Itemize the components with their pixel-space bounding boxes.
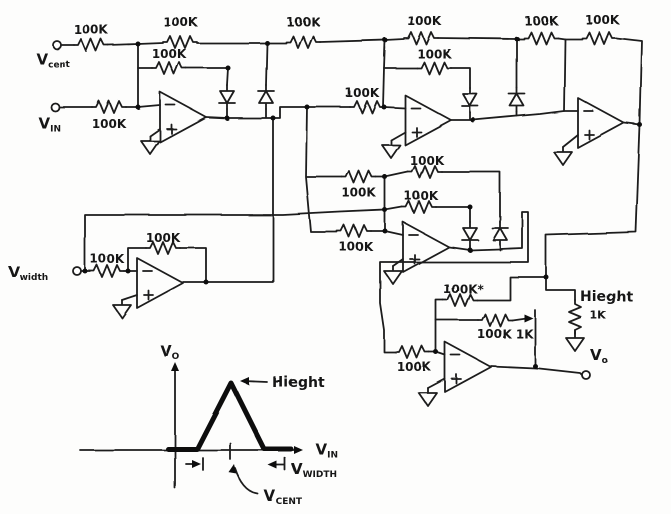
resistor-r8 — [416, 61, 452, 75]
ground-symbol — [553, 146, 573, 166]
pot-value-label: 1K — [590, 309, 607, 322]
resistor-label: 100K — [410, 154, 445, 168]
resistor-label: 100K — [286, 15, 321, 29]
resistor-r9 — [349, 100, 385, 114]
ground-symbol — [565, 332, 585, 352]
opamp-a3 — [577, 97, 625, 149]
terminal-vcent — [52, 40, 62, 50]
vcent-arrow — [234, 467, 259, 495]
input-label-vcent: Vcent — [36, 50, 70, 70]
opamp-a1 — [159, 91, 207, 143]
terminal-vout — [581, 370, 591, 380]
resistor-label: 100K — [345, 86, 380, 100]
diode-d1 — [218, 84, 236, 110]
diode-d5 — [461, 221, 479, 247]
diode-d4 — [508, 87, 526, 113]
resistor-r4 — [151, 61, 187, 75]
resistor-label: 100K — [146, 231, 181, 245]
opamp-a4 — [402, 221, 450, 273]
triangle-pulse-curve — [165, 380, 294, 452]
resistor-label: 100K — [152, 47, 187, 61]
resistor-r18 — [394, 345, 430, 359]
terminal-vwidth — [72, 266, 82, 276]
diode-d2 — [257, 84, 275, 110]
resistor-label: 100K — [417, 47, 452, 61]
diode-d6 — [491, 221, 509, 247]
input-label-vin: VIN — [38, 114, 61, 134]
ground-symbol — [140, 135, 160, 155]
resistor-r10 — [341, 170, 377, 184]
resistor-label: 100K — [74, 23, 109, 37]
terminal-vin — [50, 102, 60, 112]
resistor-r3 — [285, 35, 321, 49]
graph-x-label: VIN — [315, 440, 338, 460]
resistor-label: 100K — [92, 117, 127, 131]
height-adjust-label: Hieght — [580, 289, 633, 305]
resistor-label: 100K — [163, 15, 198, 29]
resistor-r1 — [73, 38, 109, 52]
diode-d3 — [461, 87, 479, 113]
input-label-vwidth: Vwidth — [8, 263, 48, 283]
opamp-a5 — [136, 257, 184, 309]
graph-width-label: VWIDTH — [291, 460, 337, 480]
resistor-label: 100K — [342, 186, 377, 200]
resistor-label: 100K — [524, 14, 559, 28]
resistor-r13 — [336, 224, 372, 238]
resistor-label-star: 100K* — [443, 282, 484, 296]
potentiometer-1k — [568, 299, 582, 335]
labels: 100K 100K 100K 100K 100K 100K 100K 100K … — [8, 13, 633, 507]
output-label-vo: Vo — [590, 346, 608, 366]
transfer-function-graph — [79, 362, 303, 495]
resistor-r5 — [403, 31, 439, 45]
ground-symbol — [381, 139, 401, 159]
resistor-label: 100K — [407, 14, 442, 28]
ground-symbol — [112, 299, 132, 319]
resistor-label: 100K — [397, 360, 432, 374]
resistor-label: 100K — [585, 13, 620, 27]
resistor-r6 — [523, 31, 559, 45]
graph-peak-label: Hieght — [272, 375, 325, 391]
opamp-a6 — [444, 341, 492, 393]
resistor-r14 — [89, 264, 125, 278]
resistor-r17 — [477, 313, 513, 327]
junction-dots — [82, 36, 643, 369]
graph-center-label: VCENT — [264, 487, 303, 507]
resistor-rvin — [91, 100, 127, 114]
resistor-label: 100K — [339, 240, 374, 254]
resistor-label: 100K — [404, 189, 439, 203]
resistor-label-wiper: 100K 1K — [477, 327, 534, 341]
ground-symbol — [383, 265, 403, 285]
resistor-r7 — [581, 31, 617, 45]
resistor-label: 100K — [90, 252, 125, 266]
graph-y-label: VO — [160, 342, 180, 362]
opamp-a2 — [404, 94, 452, 146]
ground-symbol — [418, 387, 438, 407]
